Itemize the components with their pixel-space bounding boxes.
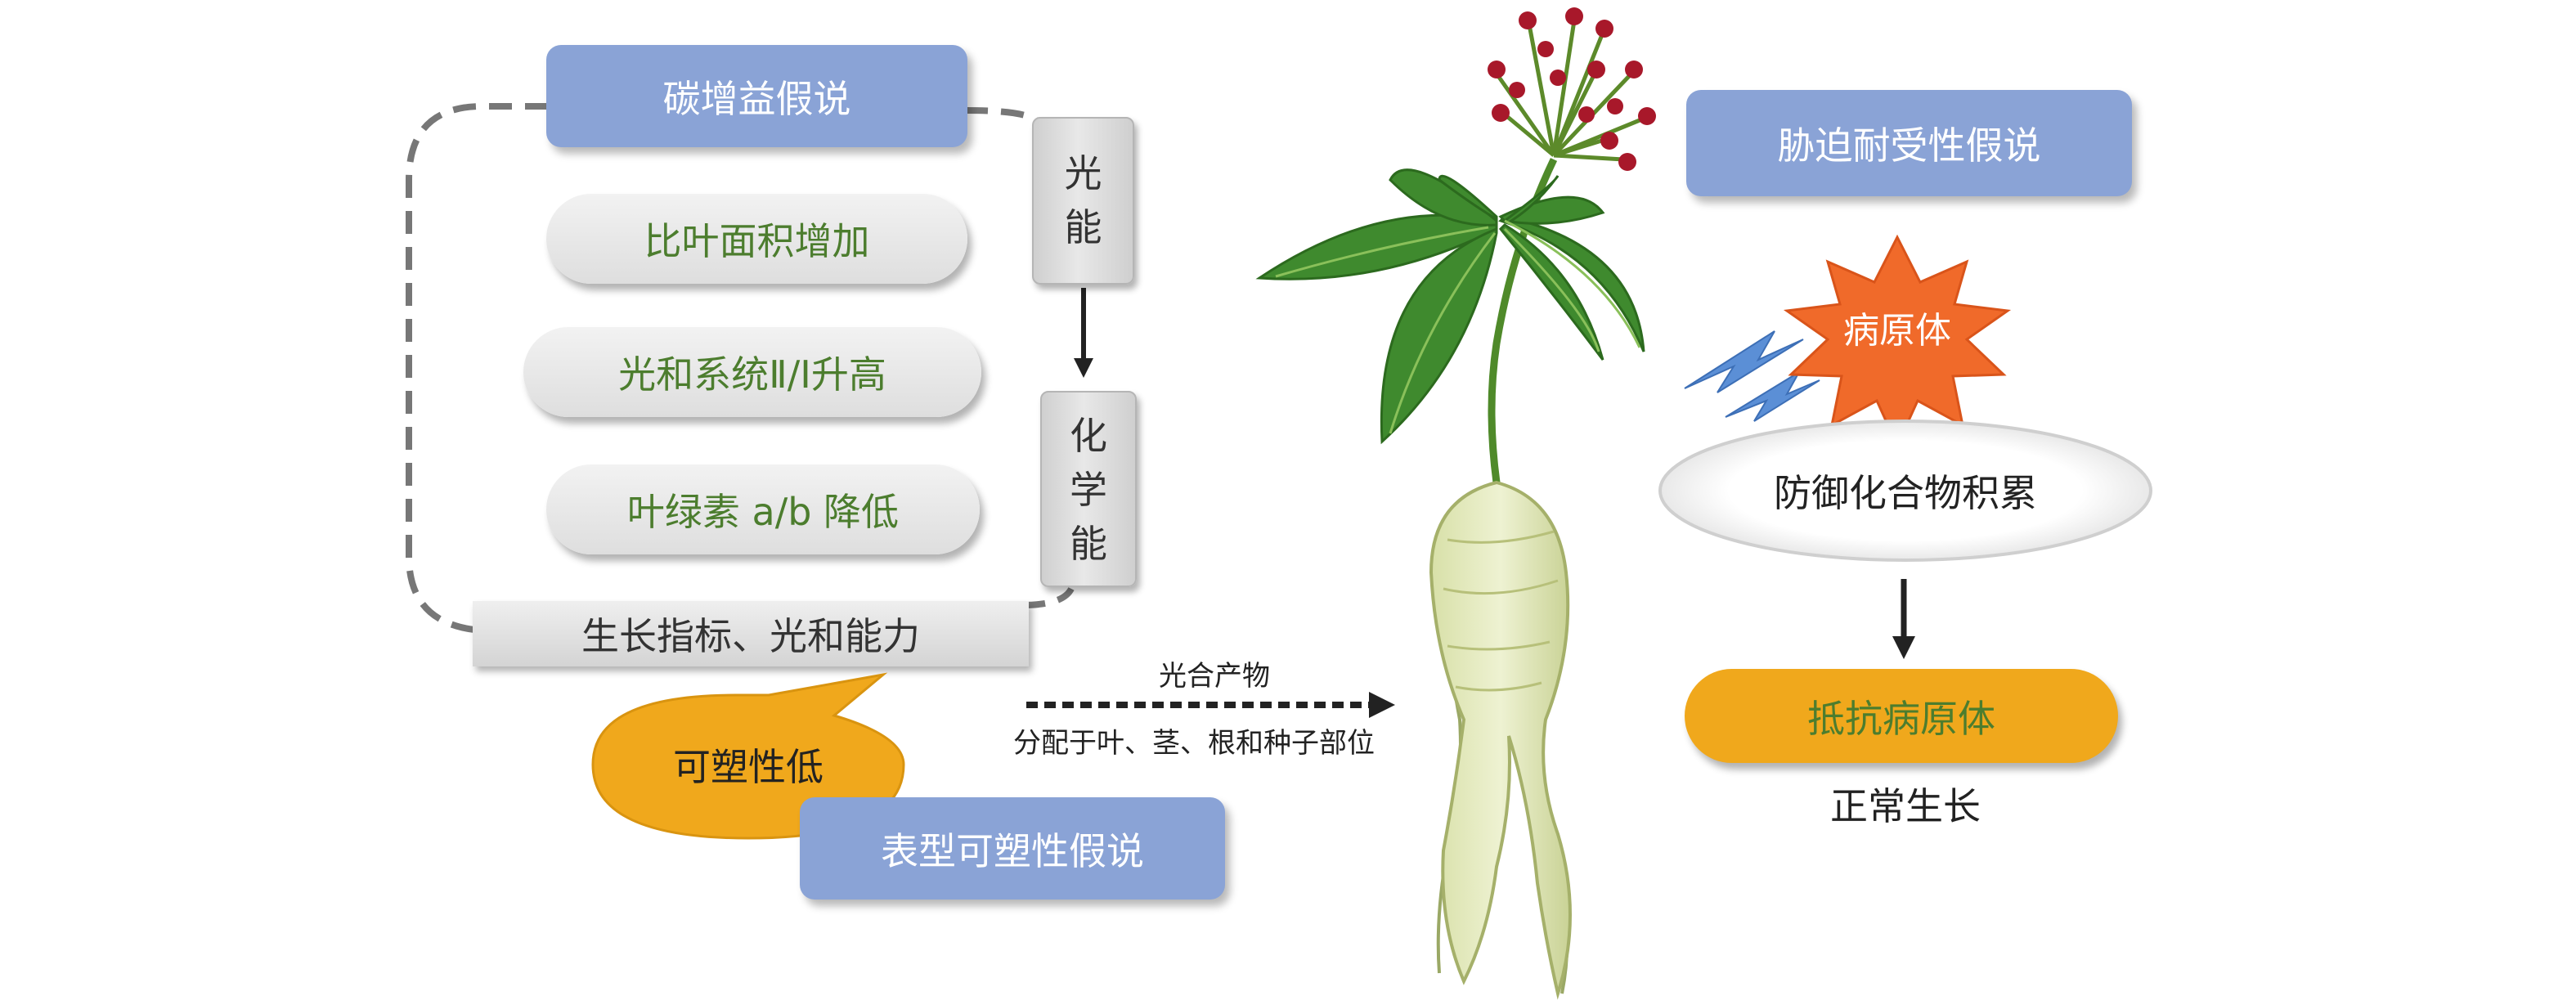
resist-pathogen-pill: 抵抗病原体 <box>1685 669 2118 763</box>
ginseng-plant-illustration <box>1255 7 1656 1000</box>
lightning-icon <box>1684 330 1804 393</box>
pathogen-label: 病原体 <box>1815 298 1979 356</box>
light-energy-label: 光能 <box>1064 151 1102 249</box>
growth-indicator-label: 生长指标、光和能力 <box>581 614 920 658</box>
stress-tolerance-label: 胁迫耐受性假说 <box>1777 123 2041 168</box>
normal-growth-label: 正常生长 <box>1742 773 2069 834</box>
low-plasticity-label: 可塑性低 <box>673 745 824 789</box>
chemical-energy-box: 化学能 <box>1040 391 1137 587</box>
photosynthate-label: 光合产物 <box>1079 653 1349 693</box>
photosynthate-text: 光合产物 <box>1159 659 1270 693</box>
carbon-gain-label: 碳增益假说 <box>662 76 851 121</box>
light-energy-box: 光能 <box>1032 117 1134 285</box>
carbon-gain-hypothesis-box: 碳增益假说 <box>546 45 967 147</box>
item-chlorophyll-ratio: 叶绿素 a/b 降低 <box>546 464 980 554</box>
normal-growth-text: 正常生长 <box>1830 783 1981 828</box>
stress-tolerance-hypothesis-box: 胁迫耐受性假说 <box>1686 90 2132 196</box>
pathogen-text: 病原体 <box>1843 310 1951 352</box>
chemical-energy-label: 化学能 <box>1070 414 1107 566</box>
defense-text: 防御化合物积累 <box>1774 471 2037 515</box>
item-specific-leaf-area: 比叶面积增加 <box>546 194 967 284</box>
allocation-label: 分配于叶、茎、根和种子部位 <box>965 720 1423 760</box>
item-label: 比叶面积增加 <box>644 219 870 263</box>
resist-label: 抵抗病原体 <box>1807 696 1995 741</box>
phenotypic-plasticity-hypothesis-box: 表型可塑性假说 <box>800 797 1225 900</box>
item-label: 光和系统Ⅱ/Ⅰ升高 <box>618 352 886 397</box>
low-plasticity-text: 可塑性低 <box>589 716 908 814</box>
defense-compound-label: 防御化合物积累 <box>1701 458 2110 523</box>
item-label: 叶绿素 a/b 降低 <box>626 490 900 534</box>
phenotypic-plasticity-label: 表型可塑性假说 <box>881 828 1144 873</box>
defense-oval <box>1658 419 2152 562</box>
item-photosystem-ratio: 光和系统Ⅱ/Ⅰ升高 <box>523 327 981 417</box>
growth-indicator-bar: 生长指标、光和能力 <box>473 601 1029 666</box>
allocation-text: 分配于叶、茎、根和种子部位 <box>1013 726 1375 760</box>
